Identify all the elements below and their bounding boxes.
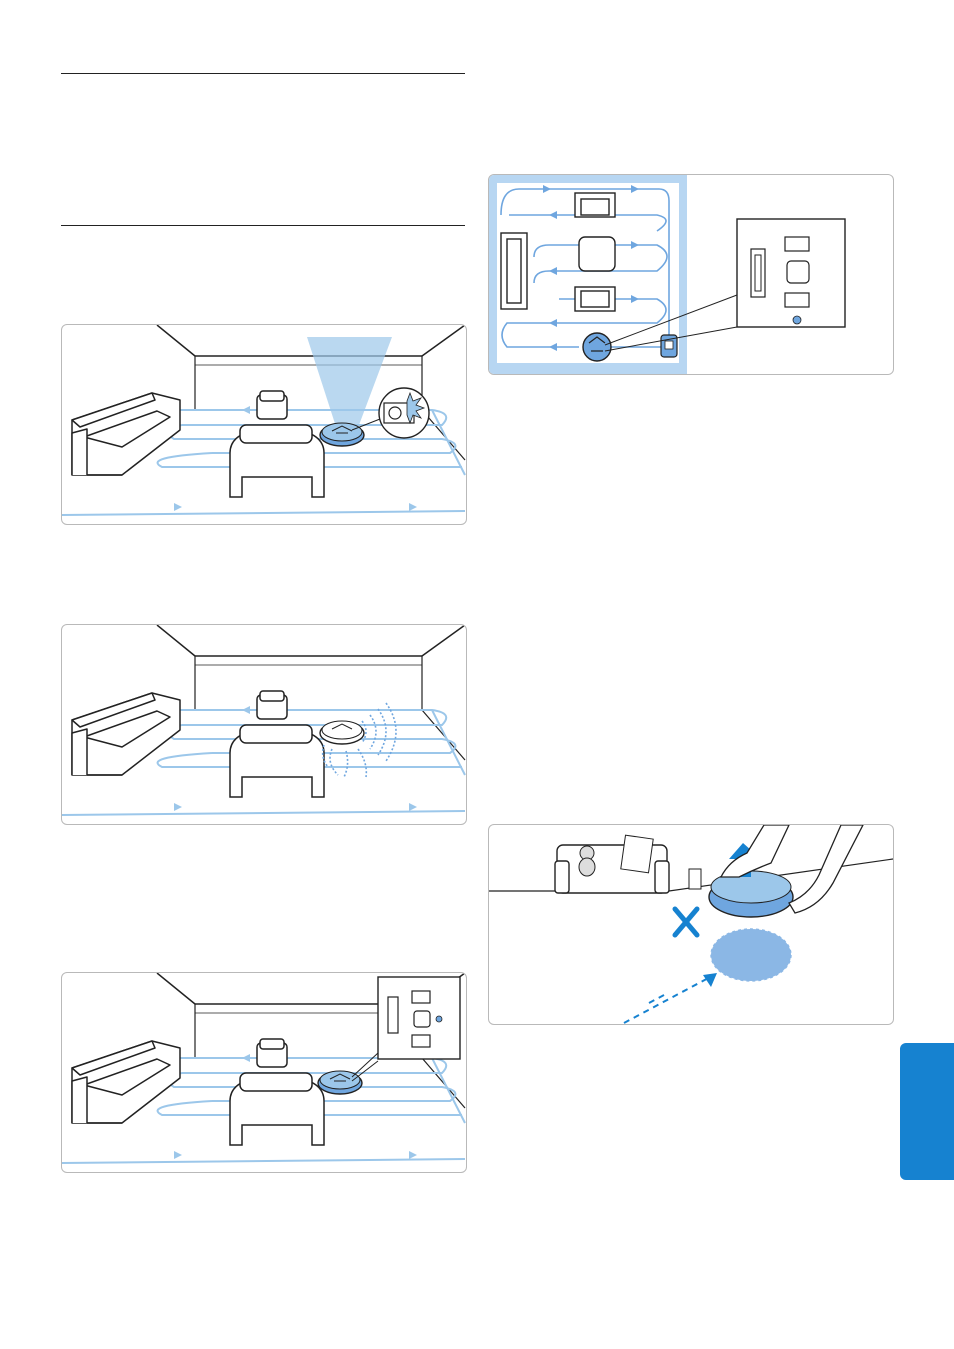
lift-robot-scene [489,825,893,1024]
room-map-scene [62,973,466,1172]
socket-icon [689,869,701,889]
robot-cleaner-icon [320,423,364,446]
illustration-room-camera [61,324,467,525]
robot-cleaner-icon [583,333,611,361]
header-rule-bottom [61,225,465,226]
section-tab [900,1043,954,1180]
cross-icon [675,909,697,935]
robot-cleaner-icon [709,871,793,917]
header-rule-top [61,73,465,74]
floorplan-route-scene [489,175,893,374]
robot-cleaner-icon [320,721,364,744]
illustration-lift-robot [488,824,894,1025]
illustration-floorplan-route [488,174,894,375]
illustration-room-map [61,972,467,1173]
room-sensors-scene [62,625,466,824]
sofa-icon [555,845,669,893]
illustration-room-sensors [61,624,467,825]
room-camera-scene [62,325,466,524]
